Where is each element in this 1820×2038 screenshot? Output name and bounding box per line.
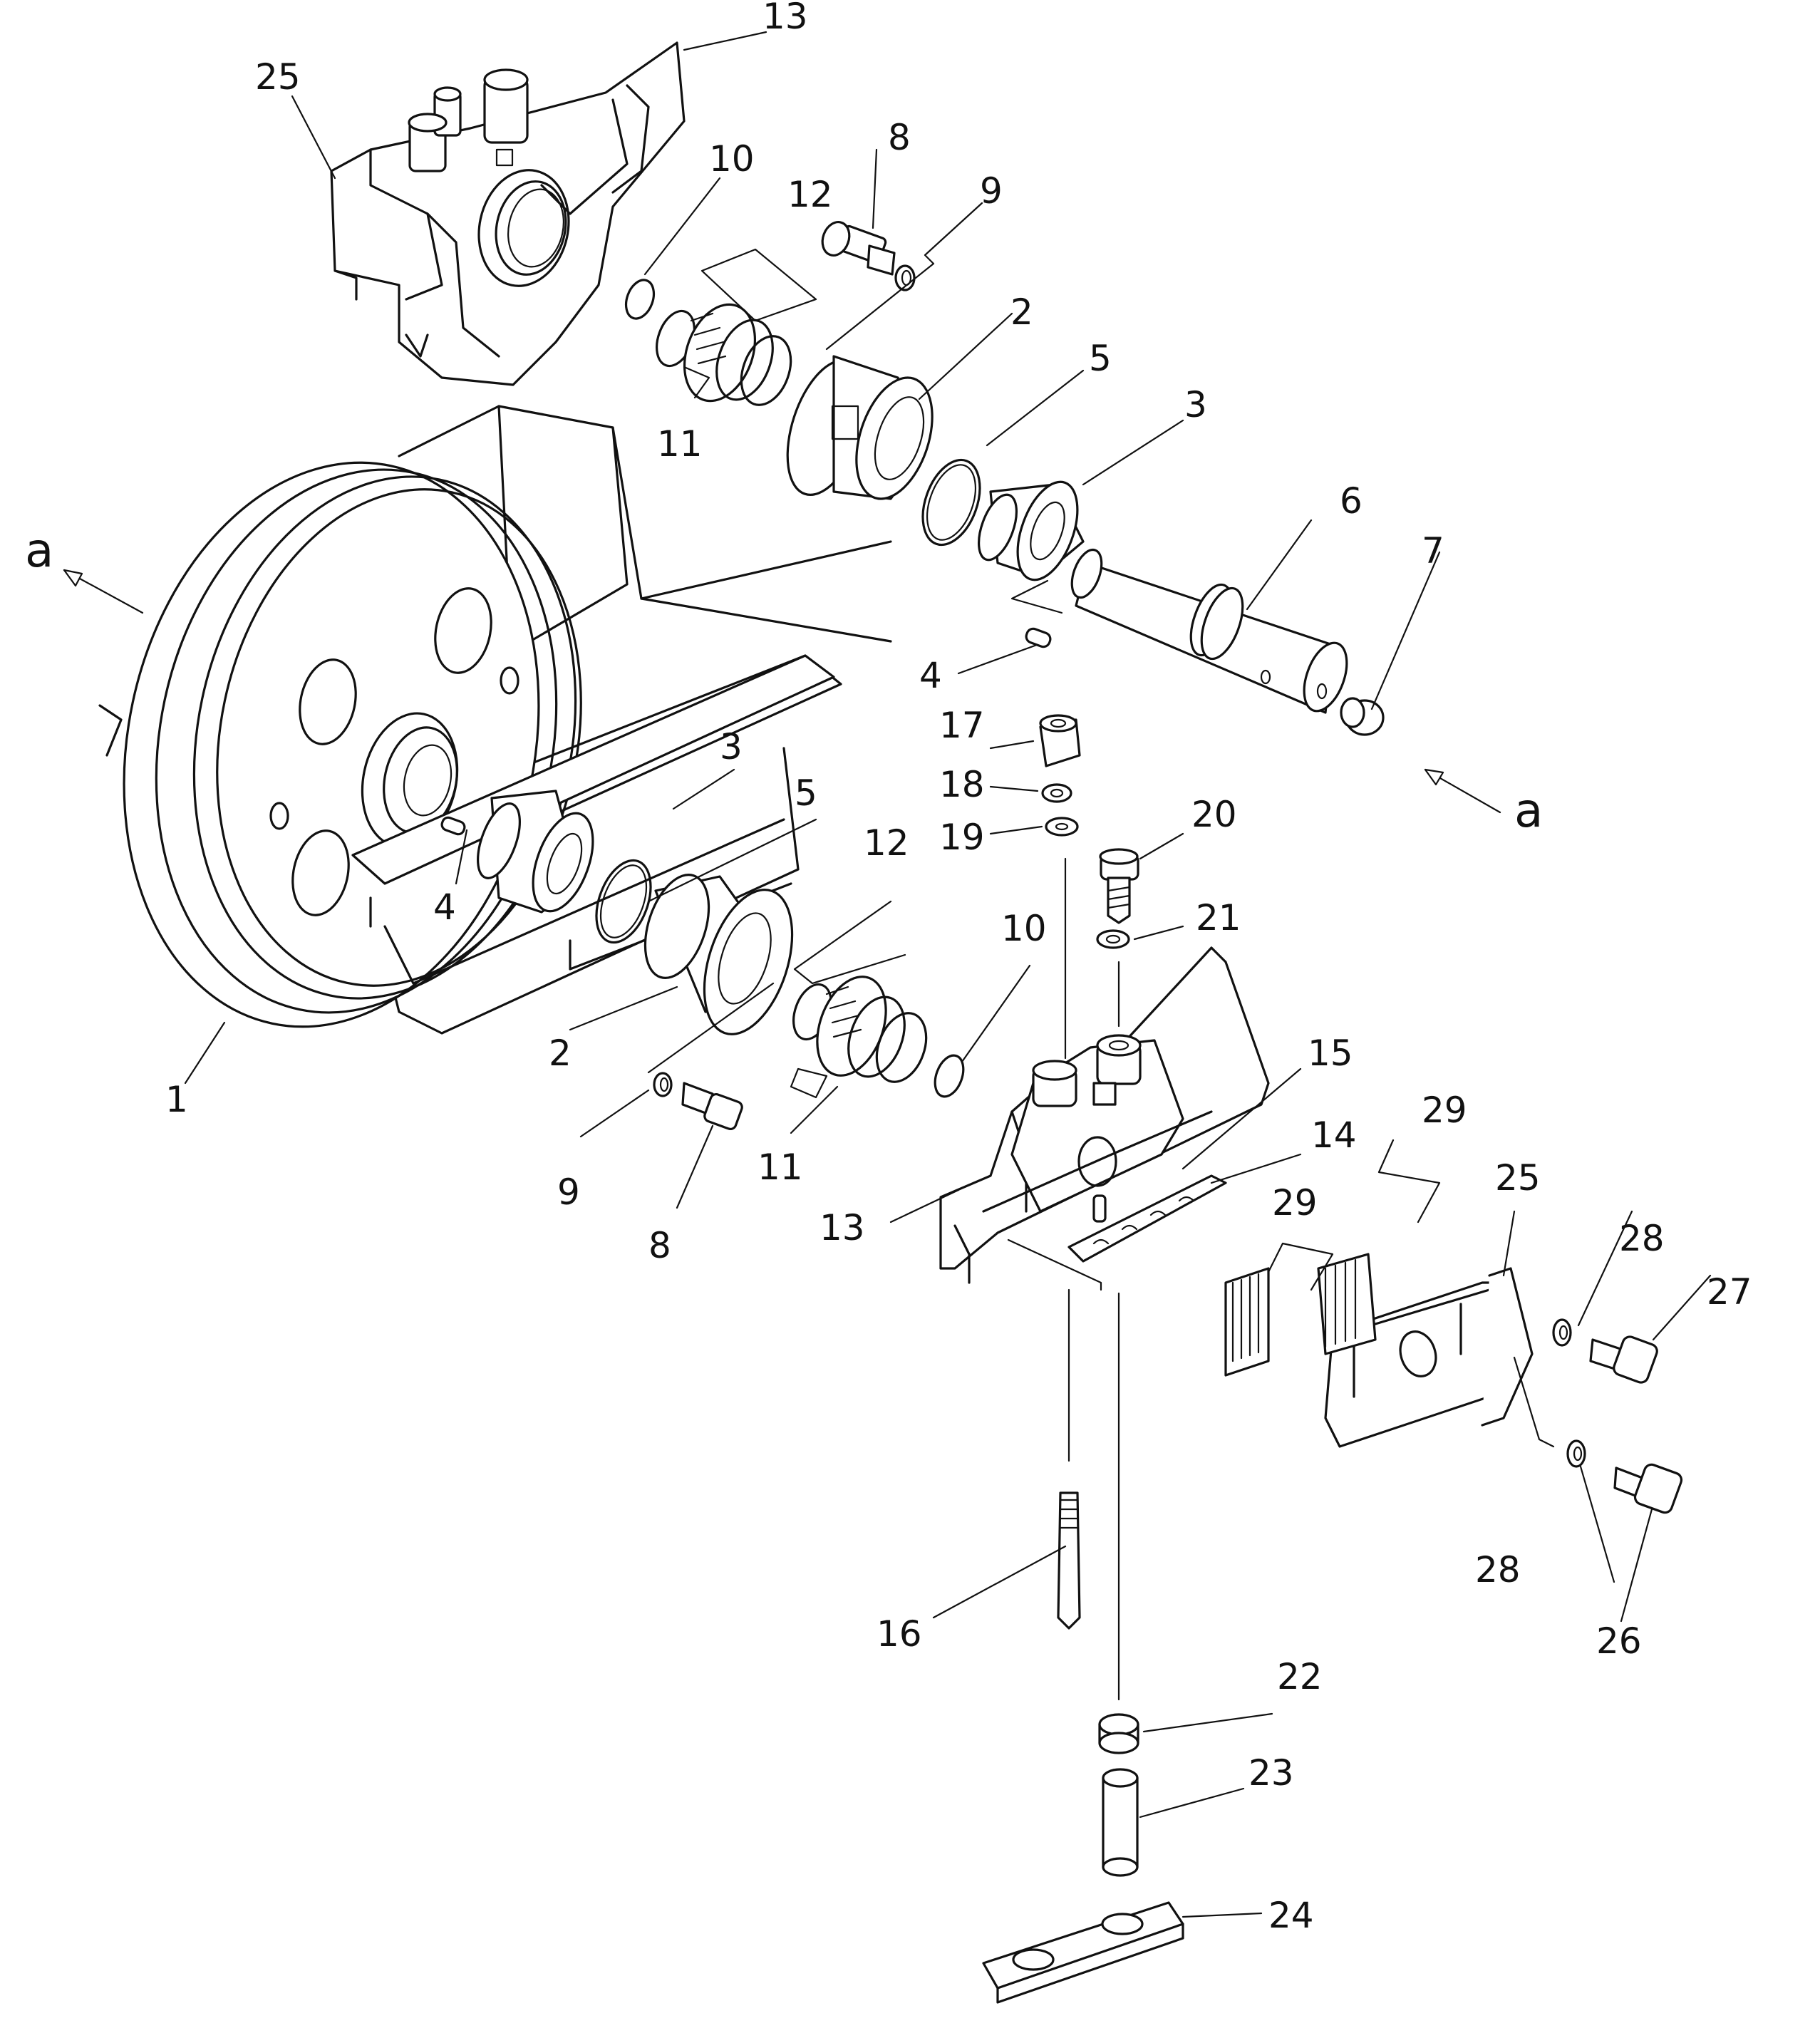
lower-seal-assembly [440,790,965,1131]
callout-13-lower: 13 [819,1207,865,1248]
callout-4-upper: 4 [919,655,942,696]
lower-support-bracket [939,857,1270,1701]
callout-10-upper: 10 [709,138,755,180]
leader-lines [63,31,1712,1918]
callout-28-lower: 28 [1475,1549,1521,1590]
idler-wheel [98,405,892,1035]
callout-24: 24 [1268,1895,1314,1936]
view-arrow-label-left: a [25,523,53,578]
callout-9-upper: 9 [980,170,1003,212]
callout-11-upper: 11 [657,423,703,465]
callout-29-upper: 29 [1422,1090,1467,1131]
callout-19: 19 [939,817,985,858]
lower-parts [982,1713,1184,2004]
callout-7: 7 [1422,530,1444,571]
callout-12-upper: 12 [787,174,833,215]
callout-3-lower: 3 [720,726,743,767]
view-arrow-label-right: a [1514,783,1543,838]
callout-16: 16 [877,1613,922,1655]
callout-6: 6 [1340,480,1363,522]
callout-9-lower: 9 [557,1171,580,1213]
callout-29-lower: 29 [1272,1182,1318,1224]
callout-12-lower: 12 [864,822,909,864]
callout-27: 27 [1707,1271,1752,1313]
callout-1: 1 [165,1079,188,1120]
callout-22: 22 [1277,1656,1323,1697]
callout-23: 23 [1248,1752,1294,1794]
callout-28-upper: 28 [1619,1218,1665,1259]
callout-4-lower: 4 [433,886,456,928]
callout-20: 20 [1191,794,1237,835]
upper-seal-assembly [624,221,1385,736]
callout-13-upper: 13 [762,0,808,37]
callout-14: 14 [1311,1114,1357,1156]
callout-8-lower: 8 [648,1225,671,1266]
callout-11-lower: 11 [758,1147,803,1188]
guard-and-shims [1224,1253,1683,1514]
callout-8-upper: 8 [888,117,911,158]
upper-support-bracket [330,41,686,386]
callout-26: 26 [1596,1620,1642,1662]
callout-25-lower: 25 [1495,1157,1541,1199]
stud-16 [1057,1491,1081,1630]
callout-18: 18 [939,764,985,805]
callout-10-lower: 10 [1001,908,1047,949]
callout-3-upper: 3 [1184,384,1207,425]
small-parts-top [1039,714,1139,949]
callout-2-lower: 2 [549,1033,572,1074]
callout-5-lower: 5 [795,772,817,814]
callout-17: 17 [939,705,985,746]
callout-2-upper: 2 [1010,291,1033,333]
callout-21: 21 [1196,897,1241,938]
callout-5-upper: 5 [1089,338,1112,379]
callout-labels: 1 2 2 3 3 4 4 5 5 6 7 8 8 9 9 10 10 11 1… [25,0,1752,1936]
callout-25-upper: 25 [255,56,301,98]
callout-15: 15 [1308,1033,1353,1074]
